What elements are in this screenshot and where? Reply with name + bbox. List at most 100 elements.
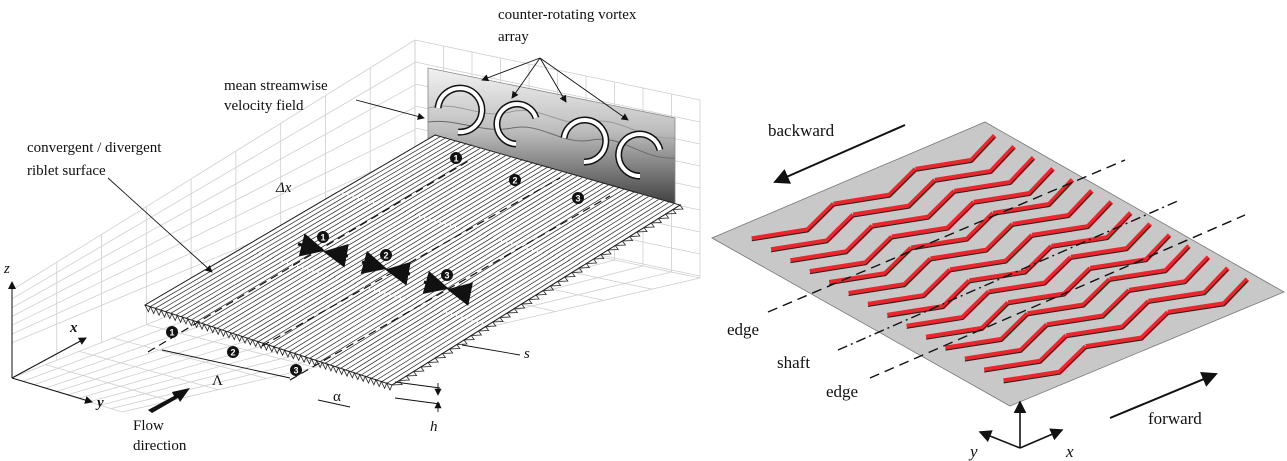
red-riblet bbox=[934, 145, 1016, 183]
flow-label-line1: Flow bbox=[133, 418, 164, 434]
riblet-front-teeth bbox=[144, 304, 393, 391]
riblet-line bbox=[227, 273, 326, 332]
riblet-line bbox=[359, 226, 456, 286]
red-riblet bbox=[1085, 310, 1170, 350]
riblet-line bbox=[353, 138, 452, 197]
riblet-line bbox=[421, 245, 517, 305]
riblet-shadow bbox=[1070, 225, 1151, 260]
red-riblet bbox=[973, 167, 1055, 205]
riblet-shadow bbox=[1008, 270, 1091, 306]
riblet-line bbox=[319, 301, 418, 362]
riblet-line bbox=[304, 297, 400, 357]
riblet-line bbox=[389, 149, 486, 208]
riblet-line bbox=[262, 197, 358, 256]
riblet-shadow bbox=[993, 181, 1073, 216]
riblet-line bbox=[466, 171, 562, 231]
red-riblet bbox=[992, 178, 1075, 216]
riblet-line bbox=[457, 255, 555, 316]
riblet-shadow bbox=[891, 203, 975, 240]
red-riblet bbox=[1012, 189, 1094, 227]
riblet-shadow bbox=[887, 282, 970, 318]
riblet-line bbox=[558, 197, 654, 258]
riblet-line bbox=[288, 293, 385, 352]
riblet-line bbox=[263, 284, 361, 344]
riblet-line bbox=[241, 191, 338, 249]
red-riblet bbox=[906, 290, 991, 329]
vortex-label-line2: array bbox=[498, 29, 529, 45]
svg-text:3: 3 bbox=[575, 194, 580, 204]
riblet-line bbox=[477, 261, 576, 323]
riblet-line bbox=[425, 159, 524, 218]
riblet-line bbox=[338, 134, 437, 192]
riblet-line bbox=[399, 152, 496, 211]
riblet-shadow bbox=[1148, 269, 1229, 304]
riblet-line bbox=[381, 321, 477, 382]
riblet-line bbox=[445, 164, 544, 225]
flow-label-line2: direction bbox=[133, 438, 187, 454]
riblet-line bbox=[201, 266, 298, 324]
riblet-line bbox=[366, 317, 462, 377]
riblet-line bbox=[165, 253, 264, 312]
riblet-line bbox=[256, 196, 353, 254]
riblet-line bbox=[191, 262, 287, 321]
red-riblet bbox=[925, 300, 1010, 340]
riblet-line bbox=[350, 312, 447, 372]
red-riblet bbox=[828, 246, 913, 286]
vortex-label-line1: counter-rotating vortex bbox=[498, 7, 637, 23]
h-label: h bbox=[430, 419, 438, 435]
riblet-line bbox=[340, 308, 438, 369]
badge-3-top: 3 bbox=[572, 192, 584, 204]
riblet-line bbox=[246, 193, 343, 251]
edge-shaft-lines bbox=[767, 159, 1246, 379]
riblet-line bbox=[426, 246, 522, 307]
riblet-line bbox=[368, 143, 467, 202]
riblet-shadow bbox=[1031, 203, 1112, 238]
riblet-line bbox=[467, 258, 565, 319]
vortex-icon-1 bbox=[434, 84, 486, 136]
badge-1-mid: 1 bbox=[317, 231, 329, 243]
riblet-line bbox=[532, 189, 631, 251]
riblet-shadow bbox=[906, 293, 990, 329]
direction-arrows bbox=[773, 124, 1218, 419]
vortex-icon-2 bbox=[493, 100, 540, 148]
grid-line bbox=[11, 84, 416, 308]
riblet-line bbox=[355, 313, 452, 374]
riblet-line bbox=[400, 238, 499, 299]
red-riblet bbox=[969, 244, 1054, 284]
riblet-line bbox=[278, 289, 375, 349]
riblet-line bbox=[348, 137, 447, 196]
shaft-label: shaft bbox=[777, 353, 810, 372]
red-riblet bbox=[945, 311, 1030, 351]
riblet-line bbox=[343, 135, 442, 194]
right-figure: backward forward edge shaft edge y x bbox=[711, 121, 1285, 461]
red-riblet bbox=[751, 202, 836, 242]
riblet-label-line1: convergent / divergent bbox=[27, 140, 162, 156]
riblet-line bbox=[573, 202, 669, 263]
riblet-line bbox=[149, 249, 249, 307]
red-riblet bbox=[1031, 200, 1114, 238]
riblet-line bbox=[371, 318, 467, 379]
badge-2-bottom: 2 bbox=[227, 346, 239, 358]
riblet-shadow bbox=[1012, 192, 1093, 227]
riblet-line bbox=[364, 227, 463, 287]
riblet-line bbox=[170, 255, 269, 314]
riblet-line bbox=[267, 199, 364, 257]
leader-lines bbox=[107, 57, 629, 412]
riblet-line bbox=[491, 178, 588, 238]
riblet-line bbox=[363, 141, 462, 200]
red-riblet bbox=[1167, 277, 1250, 315]
red-riblet bbox=[770, 213, 855, 253]
riblet-line bbox=[507, 182, 605, 243]
riblet-line bbox=[462, 256, 560, 318]
axis-y-label: y bbox=[95, 395, 104, 411]
edge-label-bottom: edge bbox=[826, 382, 858, 401]
riblet-line bbox=[472, 259, 570, 321]
red-riblet bbox=[872, 189, 957, 229]
red-riblet bbox=[930, 222, 1015, 262]
svg-text:3: 3 bbox=[293, 366, 298, 376]
red-riblet bbox=[809, 235, 894, 275]
badge-1-bottom: 1 bbox=[166, 326, 178, 338]
riblet-line bbox=[272, 200, 369, 259]
riblet-line bbox=[222, 272, 318, 331]
riblet-line bbox=[216, 270, 313, 329]
